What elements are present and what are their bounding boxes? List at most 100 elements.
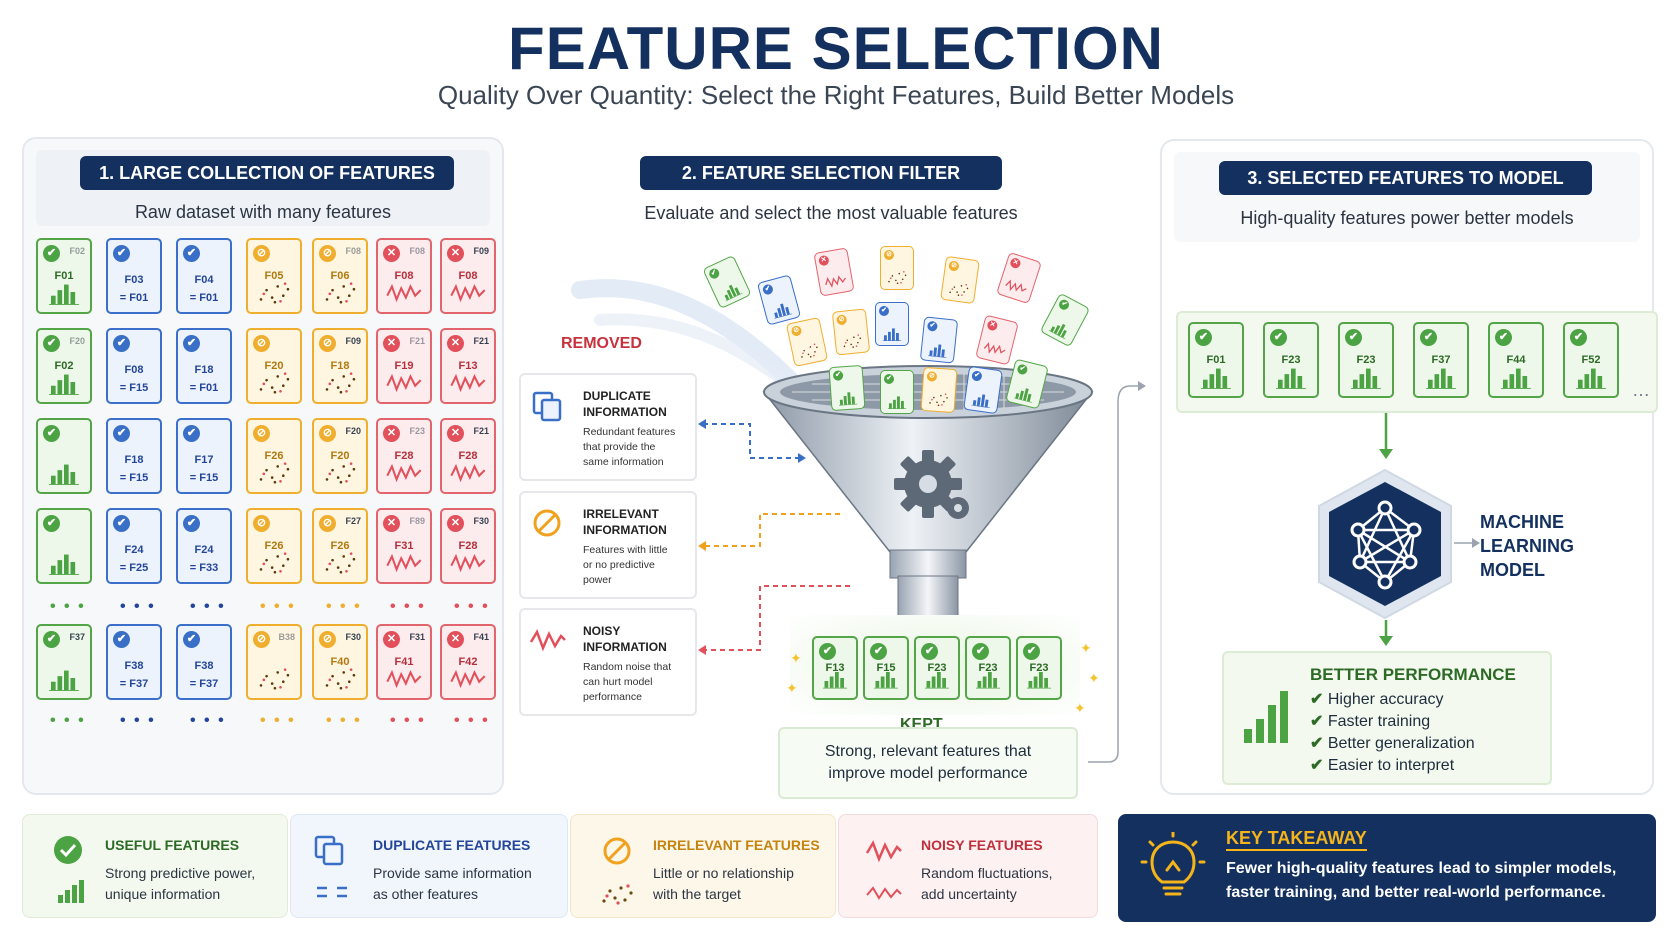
- model-label: MACHINE LEARNING MODEL: [1480, 510, 1574, 582]
- performance-item: ✔ Faster training: [1310, 713, 1431, 730]
- card-duplicate-of: = F37: [189, 678, 219, 690]
- x-icon: ✕: [447, 425, 464, 442]
- check-icon: ✔: [1345, 329, 1362, 346]
- card-faded-label: F23: [409, 426, 425, 436]
- feature-card-irrelevant: ⊘F26: [246, 508, 302, 584]
- card-duplicate-of: = F25: [119, 562, 149, 574]
- check-icon: ✔: [183, 245, 200, 262]
- card-label: F23: [927, 662, 947, 674]
- check-icon: ✔: [707, 266, 721, 281]
- legend-duplicate-title: DUPLICATE FEATURES: [373, 837, 531, 853]
- card-top-label: F37: [69, 632, 85, 642]
- removed-noisy-box: NOISY INFORMATION Random noise that can …: [519, 608, 697, 716]
- check-icon: ✔: [971, 370, 983, 382]
- legend-irrelevant-desc-2: with the target: [653, 886, 741, 902]
- bar-chart-icon: [1244, 691, 1288, 743]
- card-label: F28: [458, 450, 478, 462]
- feature-card-useful: ✔F52: [1563, 322, 1619, 398]
- legend-duplicate-desc-1: Provide same information: [373, 865, 532, 881]
- duplicate-icon: [532, 391, 562, 422]
- x-icon: ✕: [383, 335, 400, 352]
- feature-card-useful: ✔F23: [1338, 322, 1394, 398]
- more-features-ellipsis: • • •: [454, 712, 490, 729]
- card-label: F38: [124, 660, 144, 672]
- card-label: F28: [458, 540, 478, 552]
- feature-card-useful: ✔F23: [914, 636, 960, 700]
- neural-network-icon: [1318, 468, 1452, 620]
- duplicate-desc-1: Redundant features: [583, 426, 676, 438]
- check-icon: ✔: [43, 335, 60, 352]
- kept-box: Strong, relevant features that improve m…: [778, 727, 1078, 799]
- duplicate-desc-3: same information: [583, 456, 664, 468]
- noisy-title-2: INFORMATION: [583, 640, 667, 654]
- card-label: F13: [458, 360, 478, 372]
- card-label: F17: [194, 454, 214, 466]
- more-features-ellipsis: • • •: [120, 598, 156, 615]
- more-features-ellipsis: • • •: [260, 712, 296, 729]
- floating-feature-card-noisy: ✕: [975, 314, 1019, 366]
- card-label: F31: [394, 540, 414, 552]
- check-icon: ✔: [832, 370, 844, 381]
- ban-icon: ⊘: [319, 515, 336, 532]
- legend-duplicate: DUPLICATE FEATURES Provide same informat…: [290, 814, 568, 918]
- card-faded-label: F02: [69, 246, 85, 256]
- legend-irrelevant-title: IRRELEVANT FEATURES: [653, 837, 820, 853]
- card-duplicate-of: = F15: [189, 472, 219, 484]
- check-icon: ✔: [884, 374, 894, 384]
- panel3-header: 3. SELECTED FEATURES TO MODEL: [1219, 161, 1592, 195]
- legend-noisy-title: NOISY FEATURES: [921, 837, 1043, 853]
- ban-icon: ⊘: [319, 425, 336, 442]
- card-label: F52: [1581, 354, 1601, 366]
- feature-card-duplicate: ✔F04= F01: [176, 238, 232, 314]
- floating-feature-card-irrelevant: ⊘: [831, 308, 871, 356]
- takeaway-title: KEY TAKEAWAY: [1226, 828, 1367, 851]
- card-top-label: F27: [345, 516, 361, 526]
- x-icon: ✕: [447, 245, 464, 262]
- kept-to-model-connector: [1088, 381, 1146, 763]
- x-icon: ✕: [1009, 256, 1022, 270]
- card-duplicate-of: = F15: [119, 472, 149, 484]
- sparkle-icon: ✦: [790, 650, 802, 666]
- card-duplicate-of: = F33: [189, 562, 219, 574]
- more-features-ellipsis: • • •: [326, 712, 362, 729]
- feature-card-useful: ✔F37: [1413, 322, 1469, 398]
- more-features-ellipsis: • • •: [390, 712, 426, 729]
- noise-wave-icon: [529, 629, 566, 652]
- card-label: F02: [54, 360, 74, 372]
- card-duplicate-of: = F01: [119, 292, 149, 304]
- x-icon: ✕: [383, 425, 400, 442]
- more-features-ellipsis: • • •: [50, 712, 86, 729]
- card-label: F20: [330, 450, 350, 462]
- irrelevant-title-2: INFORMATION: [583, 523, 667, 537]
- x-icon: ✕: [383, 515, 400, 532]
- ban-icon: ⊘: [253, 515, 270, 532]
- feature-card-duplicate: ✔F24= F33: [176, 508, 232, 584]
- card-label: F44: [1506, 354, 1526, 366]
- check-icon: ✔: [183, 515, 200, 532]
- arrow-to-model-label: [1454, 538, 1480, 548]
- ban-icon: ⊘: [253, 245, 270, 262]
- feature-card-irrelevant: ⊘F26: [246, 418, 302, 494]
- floating-feature-card-irrelevant: ⊘: [880, 246, 914, 290]
- check-icon: ✔: [870, 643, 887, 660]
- ban-icon: ⊘: [319, 245, 336, 262]
- sparkle-icon: ✦: [1080, 640, 1092, 656]
- card-faded-label: F08: [345, 246, 361, 256]
- card-faded-label: F20: [69, 336, 85, 346]
- more-features-ellipsis: • • •: [454, 598, 490, 615]
- card-label: F42: [458, 656, 478, 668]
- check-icon: ✔: [113, 245, 130, 262]
- feature-card-irrelevant: ⊘F20: [246, 328, 302, 404]
- check-icon: ✔: [1420, 329, 1437, 346]
- scatter-dots-icon: [602, 884, 633, 905]
- noisy-desc-1: Random noise that: [583, 661, 672, 673]
- check-icon: ✔: [113, 631, 130, 648]
- card-top-label: F09: [345, 336, 361, 346]
- sparkle-icon: ✦: [1074, 700, 1086, 716]
- card-label: F23: [1281, 354, 1301, 366]
- noise-wave-icon: [865, 840, 902, 863]
